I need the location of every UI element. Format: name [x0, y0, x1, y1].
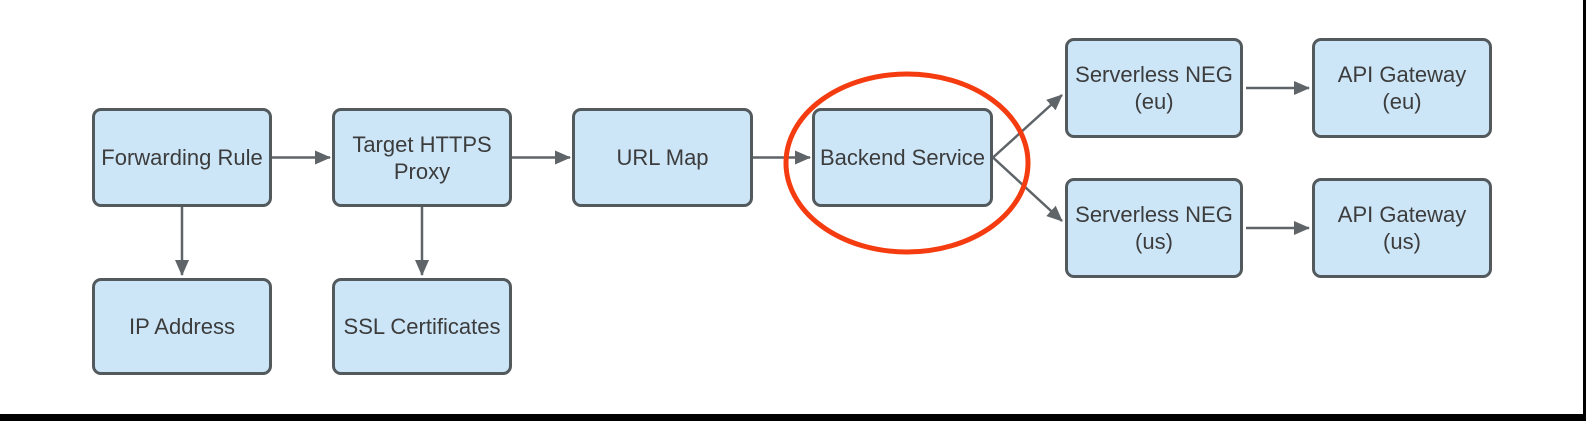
node-api-gateway-eu: API Gateway (eu)	[1312, 38, 1492, 138]
node-backend-service: Backend Service	[812, 108, 993, 207]
node-api-gateway-us-label: API Gateway (us)	[1337, 202, 1467, 254]
node-forwarding-rule-label: Forwarding Rule	[101, 145, 263, 170]
node-serverless-neg-eu-label: Serverless NEG (eu)	[1075, 62, 1233, 114]
node-target-https-proxy: Target HTTPS Proxy	[332, 108, 512, 207]
node-ssl-certificates-label: SSL Certificates	[343, 314, 501, 339]
canvas-bottom-border	[0, 414, 1586, 421]
node-ip-address: IP Address	[92, 278, 272, 375]
arrow-backend-service-to-serverless-neg-eu	[992, 94, 1063, 159]
node-api-gateway-eu-label: API Gateway (eu)	[1337, 62, 1467, 114]
arrow-backend-service-to-serverless-neg-us	[992, 156, 1063, 222]
node-serverless-neg-us-label: Serverless NEG (us)	[1075, 202, 1233, 254]
node-target-https-proxy-label: Target HTTPS Proxy	[352, 131, 492, 184]
node-ip-address-label: IP Address	[129, 314, 235, 339]
node-serverless-neg-us: Serverless NEG (us)	[1065, 178, 1243, 278]
node-url-map-label: URL Map	[616, 145, 709, 170]
node-forwarding-rule: Forwarding Rule	[92, 108, 272, 207]
node-ssl-certificates: SSL Certificates	[332, 278, 512, 375]
node-api-gateway-us: API Gateway (us)	[1312, 178, 1492, 278]
node-url-map: URL Map	[572, 108, 753, 207]
node-backend-service-label: Backend Service	[819, 145, 986, 170]
node-serverless-neg-eu: Serverless NEG (eu)	[1065, 38, 1243, 138]
canvas-right-border	[1583, 0, 1586, 421]
